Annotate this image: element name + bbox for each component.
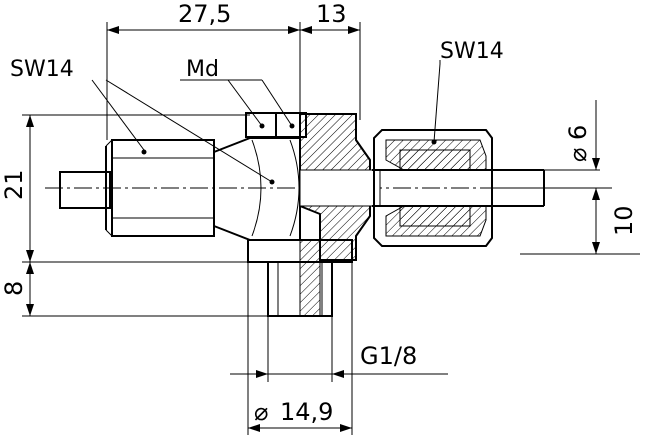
right-union-nut: [373, 129, 493, 247]
dim-diameter-6: ⌀ 6: [564, 125, 592, 162]
diameter-14-9-value: 14,9: [280, 398, 333, 426]
diameter-6-symbol: ⌀: [564, 148, 592, 162]
callout-sw14-left: SW14: [10, 57, 74, 82]
diameter-6-value: 6: [564, 125, 592, 140]
left-tube: [59, 171, 111, 209]
callout-sw14-right: SW14: [440, 39, 504, 64]
right-tube: [372, 169, 545, 207]
leader-dots: [141, 123, 437, 185]
dim-10: 10: [610, 205, 638, 236]
dim-27-5: 27,5: [178, 0, 231, 28]
leader-lines: [91, 60, 441, 183]
left-hex-nut: [105, 139, 215, 237]
diameter-14-9-symbol: ⌀: [254, 398, 268, 426]
dim-8: 8: [0, 281, 28, 296]
callout-md: Md: [186, 57, 219, 82]
dimension-arrows: [26, 26, 600, 432]
swivel-body: [213, 112, 307, 241]
right-body-section: [299, 113, 381, 261]
dim-21: 21: [0, 169, 28, 200]
dim-13: 13: [316, 0, 347, 28]
dim-diameter-14-9: ⌀ 14,9: [254, 398, 333, 426]
dimension-lines: [29, 29, 597, 429]
thread-g18: G1/8: [360, 342, 417, 370]
